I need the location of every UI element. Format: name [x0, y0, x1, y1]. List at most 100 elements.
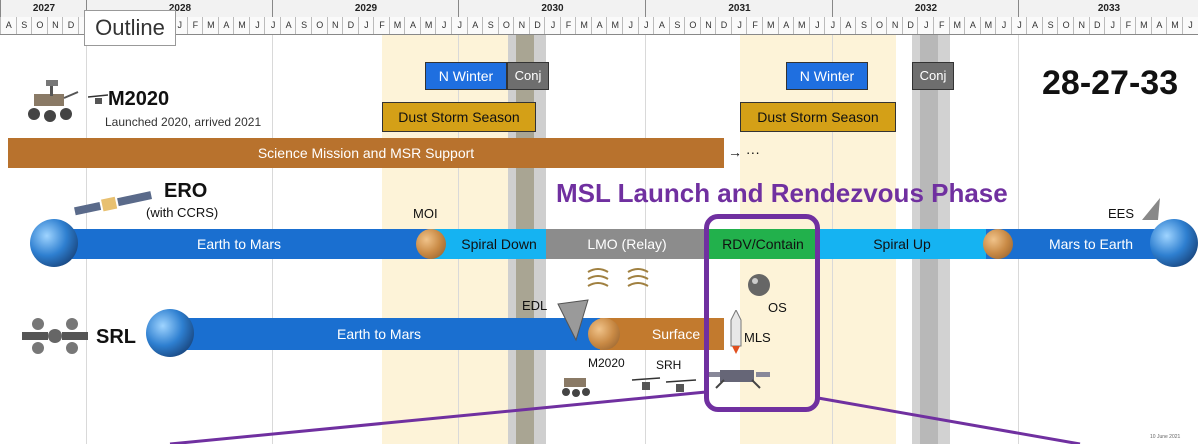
support-continuation: → ···	[728, 144, 760, 160]
month-label: M	[1166, 17, 1183, 34]
month-label: M	[419, 17, 437, 34]
mars-icon-ero-departure	[983, 229, 1013, 259]
ero-rdv-label: RDV/Contain	[722, 236, 804, 252]
month-label: F	[186, 17, 204, 34]
month-label: A	[1150, 17, 1168, 34]
month-label: A	[1026, 17, 1043, 34]
srl-spacecraft-icon	[18, 318, 92, 354]
month-label: J	[248, 17, 266, 34]
month-label: D	[342, 17, 359, 34]
month-label: J	[622, 17, 639, 34]
dust-storm-box-2: Dust Storm Season	[740, 102, 896, 132]
srl-earth-to-mars-segment: Earth to Mars	[158, 318, 600, 350]
month-label: J	[995, 17, 1012, 34]
month-label: N	[1072, 17, 1090, 34]
month-label: A	[0, 17, 17, 34]
month-label: O	[684, 17, 701, 34]
m2020-name: M2020	[108, 88, 170, 110]
srl-surface-label: Surface	[651, 326, 701, 342]
month-label: J	[264, 17, 281, 34]
month-label: J	[637, 17, 655, 34]
srh-label: SRH	[656, 358, 682, 372]
m2020-subtitle: Launched 2020, arrived 2021	[105, 115, 262, 129]
month-label: J	[808, 17, 826, 34]
year-label: 2029	[272, 0, 459, 17]
phase-highlight-box	[704, 214, 820, 412]
conjunction-box-2: Conj	[912, 62, 954, 90]
month-label: J	[824, 17, 841, 34]
ero-subtitle: (with CCRS)	[146, 205, 219, 220]
month-label: N	[326, 17, 344, 34]
month-header-row: ASONDJASONDJFMAMJJASONDJFMAMJJASONDJFMAM…	[0, 17, 1198, 35]
month-label: A	[839, 17, 857, 34]
relay-signal-icon	[584, 264, 664, 294]
month-label: M	[793, 17, 810, 34]
earth-icon-ero-end	[1150, 219, 1198, 267]
mars-icon-srl-arrival	[588, 318, 620, 350]
srl-timeline-bar: Earth to Mars Surface	[158, 318, 724, 350]
month-label: A	[590, 17, 608, 34]
ero-lmo-segment: LMO (Relay)	[546, 229, 708, 259]
ero-mars-to-earth-label: Mars to Earth	[1048, 236, 1134, 252]
earth-icon-srl-start	[146, 309, 194, 357]
month-label: M	[575, 17, 592, 34]
srl-earth-to-mars-label: Earth to Mars	[336, 326, 422, 342]
month-label: M	[202, 17, 219, 34]
ero-spiral-up-label: Spiral Up	[873, 236, 931, 252]
month-label: M	[388, 17, 406, 34]
sample-fetch-helicopter-icon	[630, 374, 700, 404]
support-bar-label: Science Mission and MSR Support	[257, 145, 475, 161]
earth-icon-ero-start	[30, 219, 78, 267]
month-label: M	[233, 17, 250, 34]
month-label: O	[497, 17, 515, 34]
month-label: F	[746, 17, 763, 34]
outline-label[interactable]: Outline	[84, 10, 176, 46]
month-label: O	[311, 17, 328, 34]
year-label: 2032	[832, 0, 1019, 17]
ero-rdv-segment: RDV/Contain	[708, 229, 818, 259]
ees-label: EES	[1108, 206, 1135, 221]
month-label: J	[1010, 17, 1028, 34]
month-label: S	[15, 17, 33, 34]
month-label: F	[933, 17, 950, 34]
month-label: J	[435, 17, 452, 34]
month-label: J	[730, 17, 748, 34]
month-label: S	[668, 17, 686, 34]
mls-rocket-icon	[730, 308, 742, 354]
month-label: A	[217, 17, 235, 34]
month-label: N	[699, 17, 717, 34]
footnote-date: 10 June 2021	[1150, 434, 1181, 440]
mls-label: MLS	[744, 330, 771, 345]
month-label: J	[450, 17, 468, 34]
ero-spiral-down-label: Spiral Down	[461, 236, 537, 252]
month-label: N	[886, 17, 903, 34]
ero-spiral-up-segment: Spiral Up	[818, 229, 986, 259]
month-label: F	[1119, 17, 1137, 34]
year-label: 2030	[458, 0, 646, 17]
phase-title: MSL Launch and Rendezvous Phase	[556, 178, 1008, 208]
srl-name: SRL	[96, 326, 136, 348]
month-label: O	[1057, 17, 1074, 34]
month-label: D	[1088, 17, 1106, 34]
edl-label: EDL	[522, 298, 548, 313]
conjunction-box-1: Conj	[507, 62, 549, 90]
month-label: D	[715, 17, 732, 34]
lander-icon	[706, 362, 770, 392]
month-label: A	[653, 17, 670, 34]
rover-icon	[20, 78, 80, 128]
ero-spiral-down-segment: Spiral Down	[430, 229, 546, 259]
ees-icon	[1140, 196, 1162, 222]
month-label: M	[1135, 17, 1152, 34]
year-label: 2028	[86, 0, 273, 17]
month-label: M	[761, 17, 779, 34]
month-label: J	[1181, 17, 1198, 34]
m2020-support-bar: Science Mission and MSR Support	[8, 138, 724, 168]
year-label: 2033	[1018, 0, 1198, 17]
ero-earth-to-mars-label: Earth to Mars	[196, 236, 282, 252]
month-label: S	[482, 17, 499, 34]
ero-earth-to-mars-segment: Earth to Mars	[48, 229, 430, 259]
month-label: F	[559, 17, 577, 34]
month-label: N	[46, 17, 64, 34]
north-winter-box-2: N Winter	[786, 62, 868, 90]
month-label: D	[528, 17, 546, 34]
